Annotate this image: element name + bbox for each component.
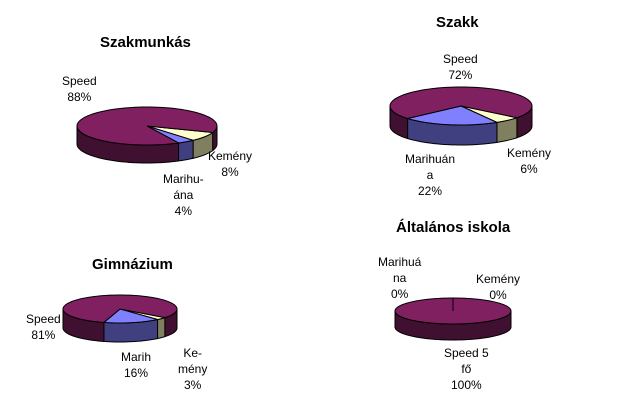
chart-title-altalanos: Általános iskola (396, 219, 511, 236)
pie-slice-kemény (460, 105, 519, 123)
chart-title-szakmunkas: Szakmunkás (100, 34, 191, 51)
pie-side-kemény (157, 316, 166, 340)
chart-title-szakk: Szakk (436, 14, 479, 31)
pie-slice-kemény (146, 125, 215, 141)
pie-side-marihuána (178, 139, 194, 162)
pie-slice-marihuána (405, 105, 499, 126)
pie-slice-speed (62, 294, 178, 323)
pie-slice-speed (389, 86, 533, 120)
pie-slice-speed (76, 106, 218, 146)
chart-title-gimnazium: Gimnázium (92, 256, 173, 273)
pie-slice-marihuána (102, 308, 158, 324)
